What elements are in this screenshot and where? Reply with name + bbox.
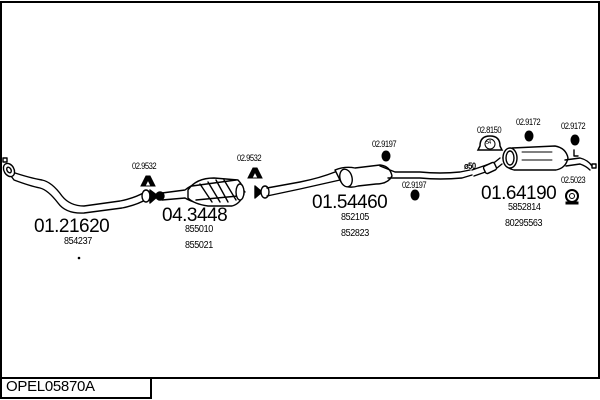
accessory-label[interactable]: 02.5023	[561, 175, 586, 185]
accessory-label[interactable]: 02.8150	[477, 125, 502, 135]
mounting-ring-icon[interactable]	[565, 189, 579, 205]
accessory-label[interactable]: 02.9172	[561, 121, 586, 131]
bracket-icon[interactable]	[140, 175, 156, 187]
pipe-diameter-note: ø50	[464, 161, 476, 171]
rubber-hanger-icon[interactable]	[524, 130, 534, 142]
accessory-label[interactable]: 02.9172	[516, 117, 541, 127]
part-number[interactable]: 01.64190	[481, 183, 557, 204]
oe-number: 855010	[185, 224, 213, 235]
accessory-label[interactable]: 02.9197	[402, 180, 427, 190]
center-silencer-pipe[interactable]	[266, 164, 473, 197]
part-number[interactable]: 04.3448	[162, 205, 228, 226]
oe-number: 855021	[185, 240, 213, 251]
clamp-badge: 54	[486, 140, 491, 146]
accessory-label[interactable]: 02.9532	[132, 161, 157, 171]
clamp-icon[interactable]	[476, 135, 504, 151]
part-number[interactable]: 01.54460	[312, 192, 388, 213]
dot-mark	[77, 256, 81, 260]
diagram-frame	[0, 1, 600, 379]
rubber-hanger-icon[interactable]	[570, 134, 580, 146]
rubber-hanger-icon[interactable]	[381, 150, 391, 162]
oe-number: 854237	[64, 236, 92, 247]
oe-number: 5852814	[508, 202, 541, 213]
oe-number: 852105	[341, 212, 369, 223]
rubber-hanger-icon[interactable]	[410, 189, 420, 201]
catalytic-converter[interactable]	[161, 177, 246, 207]
diagram-code-box: OPEL05870A	[0, 377, 152, 399]
accessory-label[interactable]: 02.9532	[237, 153, 262, 163]
gasket-2[interactable]	[254, 185, 270, 199]
diagram-code: OPEL05870A	[6, 378, 95, 395]
part-number[interactable]: 01.21620	[34, 216, 110, 237]
rear-silencer[interactable]	[471, 145, 597, 177]
gasket-1[interactable]	[149, 189, 165, 204]
bracket-icon[interactable]	[247, 167, 263, 179]
oe-number: 80295563	[505, 218, 543, 229]
oe-number: 852823	[341, 228, 369, 239]
accessory-label[interactable]: 02.9197	[372, 139, 397, 149]
front-pipe[interactable]	[1, 157, 151, 214]
